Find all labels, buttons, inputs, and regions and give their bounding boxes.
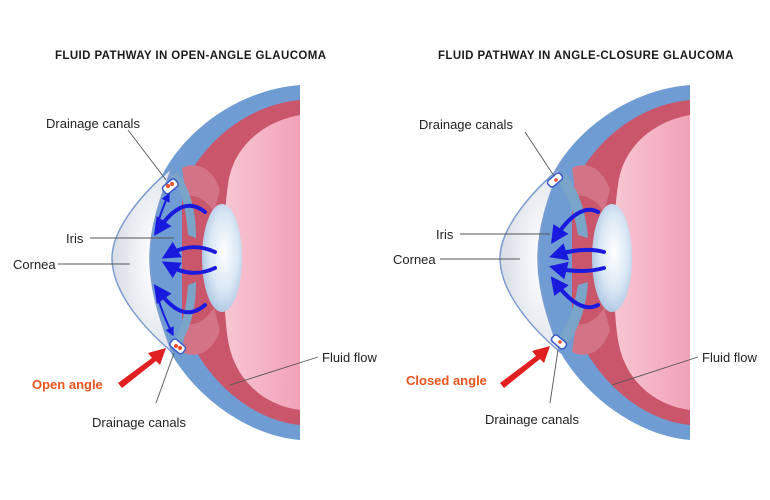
label-open-angle: Open angle: [32, 377, 103, 392]
label-cornea: Cornea: [13, 257, 56, 272]
ciliary-body-top: [182, 165, 220, 212]
label-iris: Iris: [436, 227, 454, 242]
ciliary-body-top: [572, 165, 610, 212]
cornea: [111, 167, 174, 355]
drainage-canal-icon: [161, 178, 179, 195]
lens: [592, 204, 632, 312]
iris-bottom: [556, 282, 588, 346]
open-angle-eye: Drainage canals Iris Cornea Open angle D…: [13, 85, 378, 440]
leader-lines: [440, 131, 699, 404]
indicator-arrow: [118, 348, 166, 388]
drainage-canal-icon: [546, 172, 564, 188]
indicator-arrow: [500, 346, 550, 388]
lens: [202, 204, 242, 312]
iris-top: [556, 174, 588, 238]
label-iris: Iris: [66, 231, 84, 246]
ciliary-body-bottom: [572, 308, 610, 355]
label-fluid-flow: Fluid flow: [702, 350, 758, 365]
label-fluid-flow: Fluid flow: [322, 350, 378, 365]
angle-closure-eye: Drainage canals Iris Cornea Closed angle…: [393, 85, 758, 440]
label-cornea: Cornea: [393, 252, 436, 267]
retina: [613, 115, 690, 410]
right-panel-title: FLUID PATHWAY IN ANGLE-CLOSURE GLAUCOMA: [438, 50, 734, 62]
leader-lines: [58, 129, 319, 404]
label-drainage-canals-top: Drainage canals: [46, 116, 140, 131]
ciliary-body-bottom: [182, 308, 220, 355]
label-drainage-canals-bottom: Drainage canals: [92, 415, 186, 430]
label-drainage-canals-top: Drainage canals: [419, 117, 513, 132]
iris-top: [170, 172, 196, 238]
iris-bottom: [170, 282, 196, 348]
drainage-canal-icon: [550, 334, 568, 350]
fluid-flow-arrows: [549, 207, 606, 310]
label-closed-angle: Closed angle: [406, 373, 487, 388]
fluid-flow-arrows: [153, 192, 217, 337]
drainage-canal-icon: [169, 338, 187, 355]
label-drainage-canals-bottom: Drainage canals: [485, 412, 579, 427]
retina: [223, 115, 300, 410]
left-panel-title: FLUID PATHWAY IN OPEN-ANGLE GLAUCOMA: [55, 50, 327, 62]
